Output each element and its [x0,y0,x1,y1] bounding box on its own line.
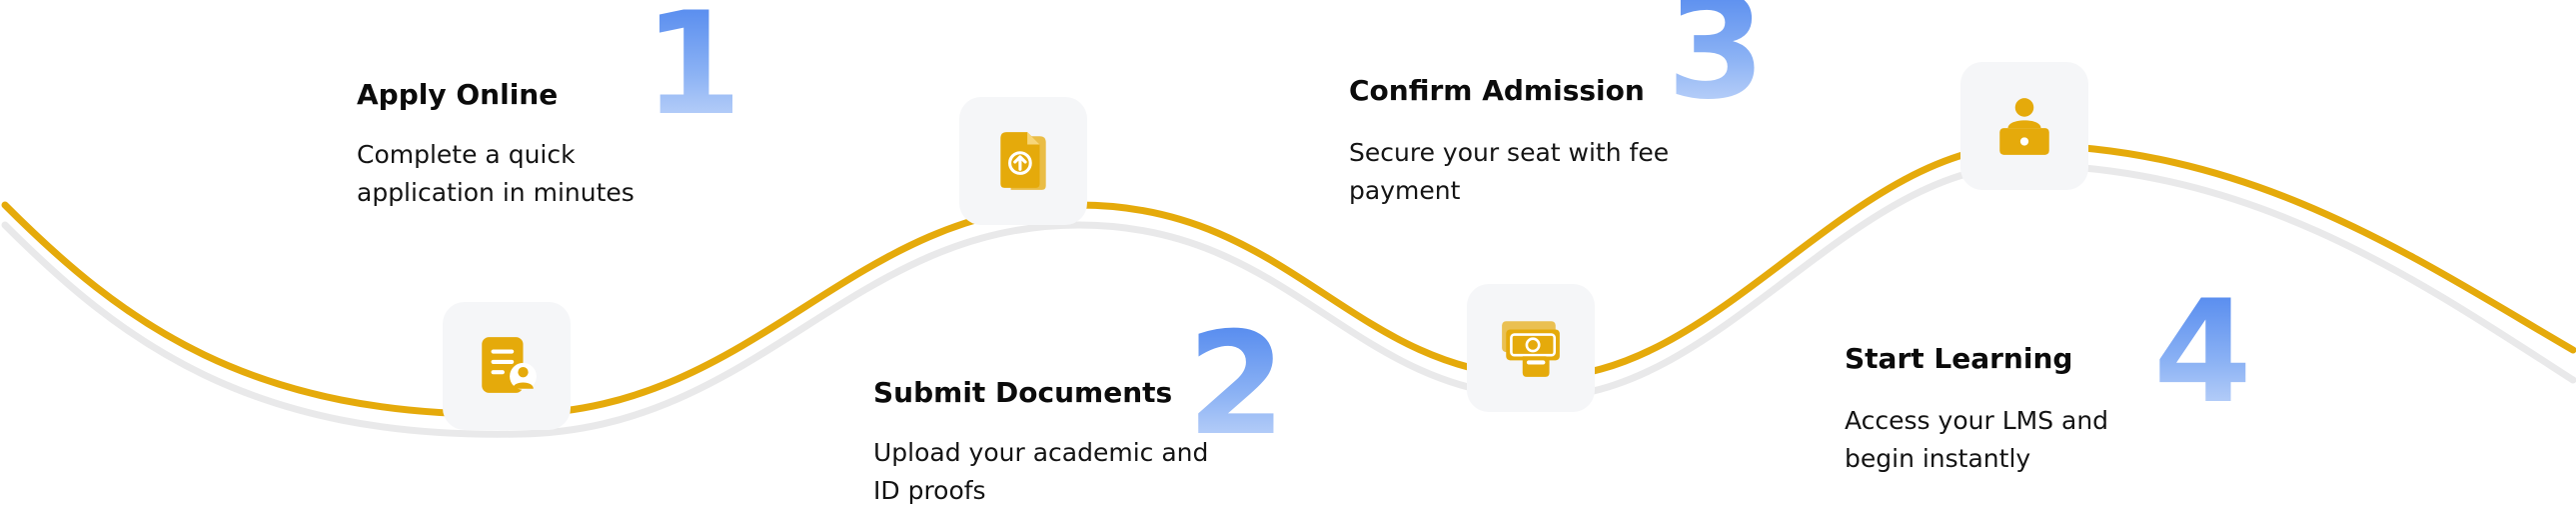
application-form-user-icon [482,337,537,393]
step-3-title: Confirm Admission [1349,74,1645,107]
step-4-description: Access your LMS and begin instantly [1845,406,2109,473]
step-2-description: Upload your academic and ID proofs [873,438,1209,505]
wave-shadow-line [1,161,2576,438]
step-2-title: Submit Documents [873,376,1173,409]
step-1-title: Apply Online [357,78,559,111]
wave-accent-line [1,141,2576,418]
step-1-description: Complete a quick application in minutes [357,140,635,207]
step-2-number: 2 [1187,302,1286,467]
laptop-learner-icon [1999,98,2049,155]
step-2-icon-card [959,97,1087,225]
step-1-icon-card [443,302,571,430]
step-3-number: 3 [1667,0,1766,120]
document-upload-icon [1000,132,1046,190]
step-4-icon-card [1960,62,2088,190]
step-1-number: 1 [644,0,742,136]
step-3-description: Secure your seat with fee payment [1349,138,1670,205]
cash-payment-icon [1502,321,1560,377]
step-3-icon-card [1467,284,1595,412]
step-4-number: 4 [2153,270,2252,435]
step-4-title: Start Learning [1845,342,2073,375]
